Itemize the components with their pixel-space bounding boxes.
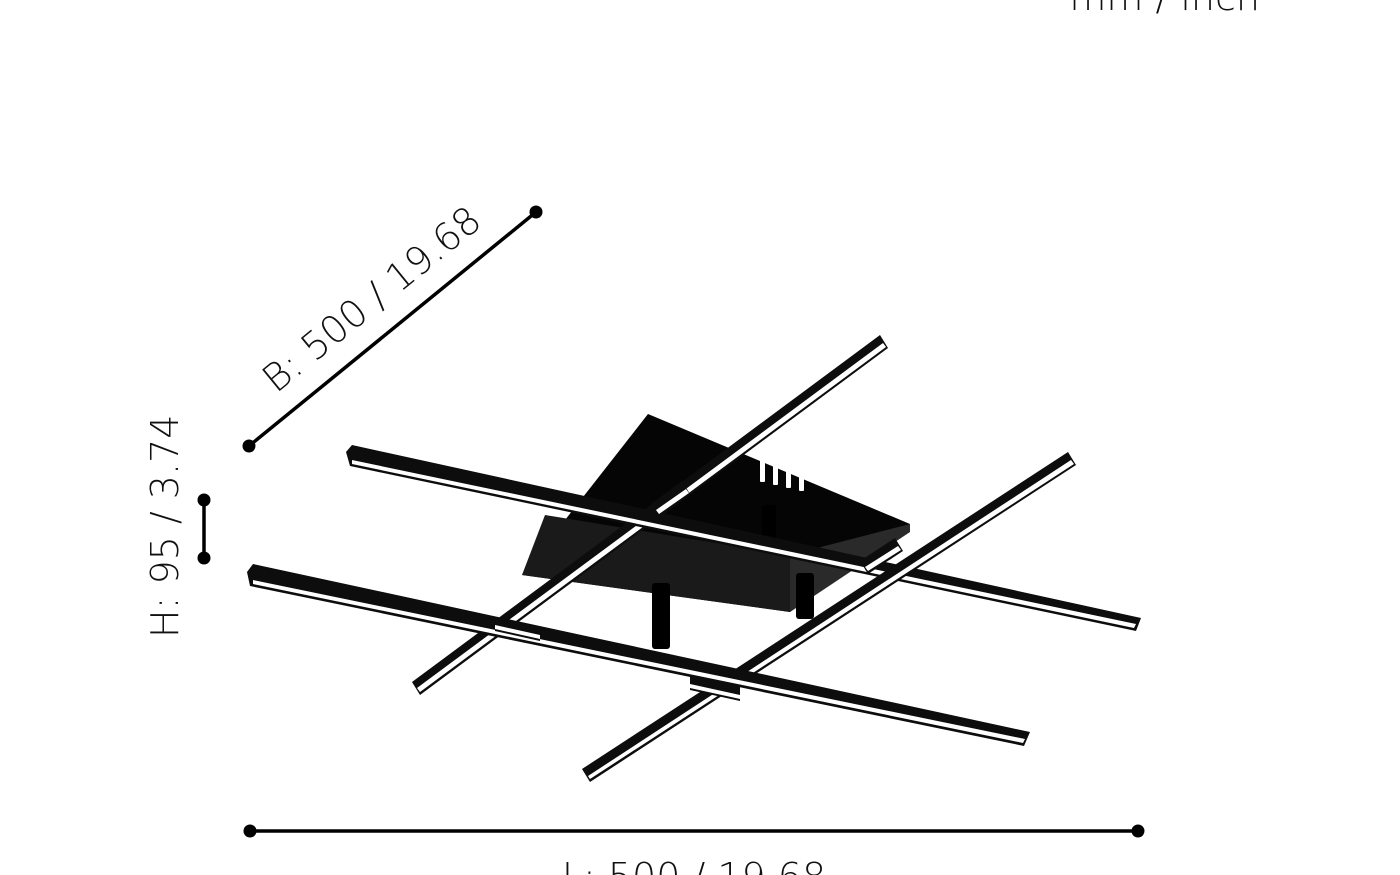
height-dimension-endpoint-bottom bbox=[197, 551, 211, 565]
vent-slots bbox=[760, 456, 804, 491]
width-dimension-line bbox=[247, 210, 538, 448]
fixture-stems bbox=[652, 505, 814, 649]
length-dimension-label: L: 500 / 19.68 bbox=[562, 855, 826, 875]
units-label: mm / inch bbox=[1069, 0, 1260, 19]
length-dimension-endpoint-right bbox=[1131, 824, 1145, 838]
length-dimension-endpoint-left bbox=[243, 824, 257, 838]
width-dimension-label: B: 500 / 19.68 bbox=[254, 197, 490, 401]
length-dimension: L: 500 / 19.68 bbox=[243, 824, 1145, 875]
height-dimension: H: 95 / 3.74 bbox=[143, 415, 211, 638]
height-dimension-endpoint-top bbox=[197, 493, 211, 507]
width-dimension: B: 500 / 19.68 bbox=[242, 197, 543, 453]
width-dimension-endpoint-end bbox=[529, 205, 543, 219]
bar-crossings bbox=[495, 481, 903, 701]
width-dimension-endpoint-start bbox=[242, 439, 256, 453]
ceiling-light-fixture bbox=[247, 335, 1141, 782]
led-bar-horizontal-rear bbox=[346, 445, 1141, 631]
led-bar-diagonal-front bbox=[582, 452, 1076, 782]
height-dimension-label: H: 95 / 3.74 bbox=[143, 415, 187, 638]
led-bar-horizontal-front bbox=[247, 564, 1030, 746]
